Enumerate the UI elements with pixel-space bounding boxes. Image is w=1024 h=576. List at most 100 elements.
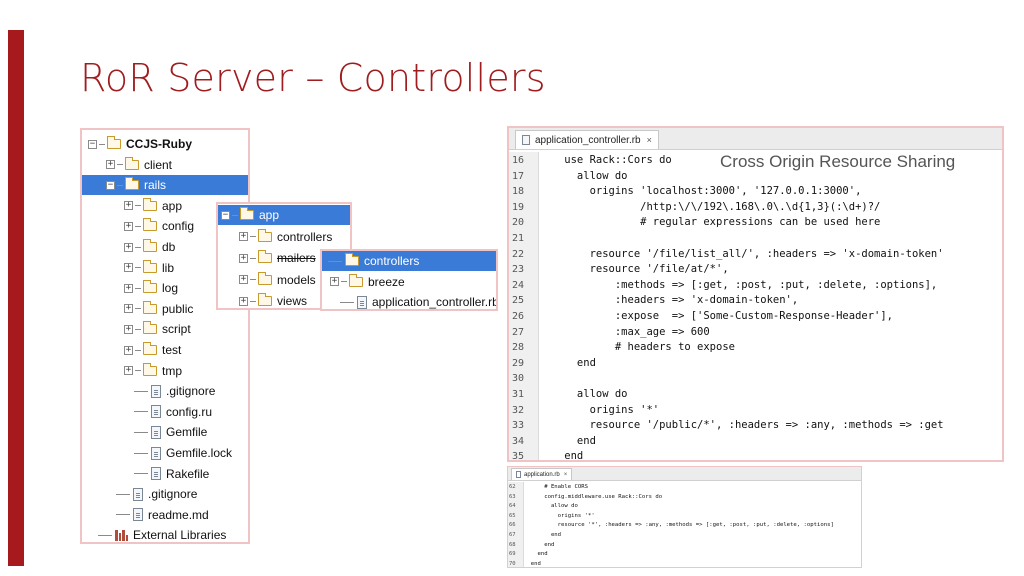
code-line[interactable]: 68 end — [508, 541, 861, 551]
line-number: 64 — [509, 503, 516, 510]
expand-icon[interactable]: + — [124, 365, 133, 376]
tree-item-rails[interactable]: −rails — [82, 175, 248, 196]
code-line[interactable]: 34 end — [509, 434, 1002, 450]
code-line[interactable]: 33 resource '/public/*', :headers => :an… — [509, 418, 1002, 434]
tree-item-config[interactable]: +config — [82, 216, 248, 236]
expand-icon[interactable]: + — [106, 159, 115, 170]
line-number: 65 — [509, 512, 516, 519]
tree-item-test[interactable]: +test — [82, 340, 248, 360]
tree-item-rakefile[interactable]: Rakefile — [82, 464, 248, 484]
tree-item-label: breeze — [368, 274, 405, 289]
tree-item-script[interactable]: +script — [82, 319, 248, 339]
tree-item-client[interactable]: +client — [82, 155, 248, 175]
tree-item-gitignore[interactable]: .gitignore — [82, 484, 248, 504]
tree-item-mailers[interactable]: +mailers — [218, 248, 350, 268]
tree-item-label: app — [259, 208, 280, 222]
expand-icon[interactable]: + — [124, 282, 133, 293]
tree-item-external-libraries[interactable]: External Libraries — [82, 525, 248, 542]
code-line[interactable]: 23 resource '/file/at/*', — [509, 262, 1002, 278]
tree-item-breeze[interactable]: + breeze — [322, 272, 496, 292]
code-line[interactable]: 35 end — [509, 449, 1002, 462]
tree-item-controllers[interactable]: +controllers — [218, 227, 350, 247]
tree-connector — [134, 390, 148, 392]
tree-item-controllers[interactable]: controllers — [322, 251, 496, 271]
expand-icon[interactable]: + — [239, 274, 248, 284]
collapse-icon[interactable]: − — [88, 138, 97, 149]
expand-icon[interactable]: + — [124, 303, 133, 314]
code-text: end — [539, 450, 584, 462]
line-number: 18 — [512, 186, 525, 198]
line-number: 21 — [512, 233, 525, 244]
expand-icon[interactable]: + — [239, 231, 248, 241]
expand-icon[interactable]: + — [124, 220, 133, 231]
code-line[interactable]: 22 resource '/file/list_all/', :headers … — [509, 247, 1002, 263]
tree-item-views[interactable]: +views — [218, 291, 350, 308]
tree-item-public[interactable]: +public — [82, 299, 248, 319]
code-line[interactable]: 19 /http:\/\/192\.168\.0\.\d{1,3}(:\d+)?… — [509, 200, 1002, 216]
code-text: end — [524, 532, 562, 538]
code-line[interactable]: 24 :methods => [:get, :post, :put, :dele… — [509, 278, 1002, 294]
tree-item-readme-md[interactable]: readme.md — [82, 505, 248, 525]
tree-item-log[interactable]: +log — [82, 278, 248, 298]
tree-item-app[interactable]: +app — [82, 196, 248, 216]
tree-item-app[interactable]: − app — [218, 205, 350, 225]
line-number: 22 — [512, 248, 525, 260]
code-line[interactable]: 28 # headers to expose — [509, 340, 1002, 356]
tab-application-controller[interactable]: application_controller.rb × — [515, 130, 659, 149]
tree-item-config-ru[interactable]: config.ru — [82, 402, 248, 422]
expand-icon[interactable]: + — [124, 200, 133, 211]
expand-icon[interactable]: + — [239, 252, 248, 263]
tree-item-gemfile[interactable]: Gemfile — [82, 422, 248, 442]
expand-icon[interactable]: + — [124, 241, 133, 252]
tab-close-icon[interactable]: × — [646, 135, 652, 145]
code-line[interactable]: 67 end — [508, 531, 861, 541]
tree-connector — [135, 267, 141, 269]
expand-icon[interactable]: + — [124, 344, 133, 355]
code-text: allow do — [539, 388, 628, 400]
code-line[interactable]: 16 use Rack::Cors do — [509, 153, 1002, 169]
code-line[interactable]: 70 end — [508, 560, 861, 567]
code-line[interactable]: 21 — [509, 231, 1002, 247]
code-line[interactable]: 32 origins '*' — [509, 403, 1002, 419]
code-line[interactable]: 18 origins 'localhost:3000', '127.0.0.1:… — [509, 184, 1002, 200]
tree-item-gemfile-lock[interactable]: Gemfile.lock — [82, 443, 248, 463]
collapse-icon[interactable]: − — [106, 179, 115, 190]
tree-connector — [250, 300, 256, 302]
tree-item-lib[interactable]: +lib — [82, 258, 248, 278]
collapse-icon[interactable]: − — [221, 209, 230, 220]
code-line[interactable]: 17 allow do — [509, 169, 1002, 185]
code-line[interactable]: 69 end — [508, 550, 861, 560]
tab-application-rb[interactable]: application.rb × — [511, 468, 573, 480]
code-line[interactable]: 63 config.middleware.use Rack::Cors do — [508, 493, 861, 503]
tree-item-ccjs-ruby[interactable]: −CCJS-Ruby — [82, 134, 248, 154]
code-line[interactable]: 26 :expose => ['Some-Custom-Response-Hea… — [509, 309, 1002, 325]
tree-item-application-controller-rb[interactable]: application_controller.rb — [322, 292, 496, 309]
code-line[interactable]: 64 allow do — [508, 502, 861, 512]
code-line[interactable]: 66 resource '*', :headers => :any, :meth… — [508, 521, 861, 531]
tab-close-icon[interactable]: × — [563, 471, 568, 478]
code-line[interactable]: 30 — [509, 371, 1002, 387]
tree-item-db[interactable]: +db — [82, 237, 248, 257]
expand-icon[interactable]: + — [124, 262, 133, 273]
expand-icon[interactable]: + — [330, 276, 339, 286]
code-line[interactable]: 20 # regular expressions can be used her… — [509, 215, 1002, 231]
code-line[interactable]: 29 end — [509, 356, 1002, 372]
code-line[interactable]: 27 :max_age => 600 — [509, 325, 1002, 341]
tree-connector — [99, 143, 105, 145]
code-line[interactable]: 65 origins '*' — [508, 512, 861, 522]
line-number: 31 — [512, 389, 525, 400]
expand-icon[interactable]: + — [239, 295, 248, 306]
code-line[interactable]: 25 :headers => 'x-domain-token', — [509, 293, 1002, 309]
tree-connector — [134, 452, 148, 454]
tree-connector — [117, 184, 123, 186]
tree-connector — [98, 534, 112, 536]
tree-item-models[interactable]: +models — [218, 270, 350, 290]
file-icon — [133, 487, 143, 501]
code-line[interactable]: 31 allow do — [509, 387, 1002, 403]
tree-item-gitignore[interactable]: .gitignore — [82, 381, 248, 401]
code-line[interactable]: 62 # Enable CORS — [508, 483, 861, 493]
tree-item-tmp[interactable]: +tmp — [82, 361, 248, 381]
expand-icon[interactable]: + — [124, 323, 133, 334]
